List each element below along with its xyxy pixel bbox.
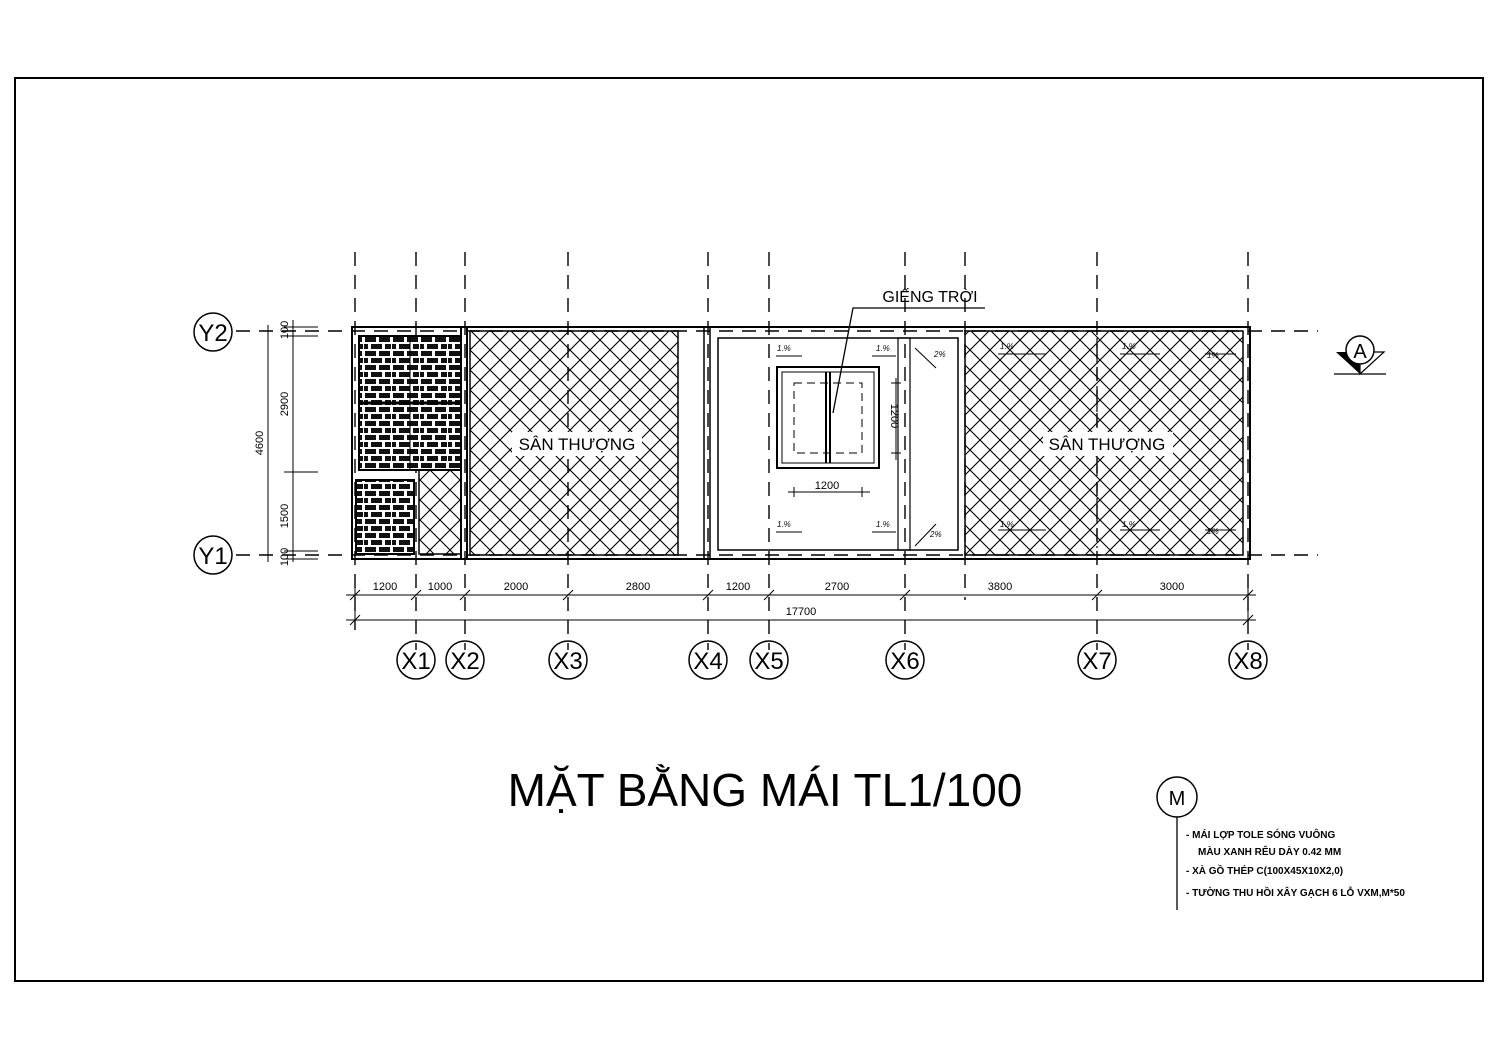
sheet-border — [14, 77, 1484, 982]
dim-x-total: 17700 — [786, 606, 817, 618]
dim-x-2: 1000 — [428, 581, 452, 593]
slope-5: 2% — [933, 350, 946, 359]
dim-y-1: 100 — [279, 321, 291, 339]
terrace-left-label: SÂN THƯỢNG — [519, 435, 636, 454]
section-marker-a: A — [1334, 335, 1386, 376]
grid-bubble-y2: Y2 — [193, 312, 233, 352]
grid-label-x7: X7 — [1082, 648, 1111, 675]
grid-label-x8: X8 — [1233, 648, 1262, 675]
slope-9: 1% — [1207, 351, 1219, 360]
dim-x-7: 3800 — [988, 581, 1012, 593]
skylight-dim-height: 1200 — [888, 404, 900, 428]
terrace-right-label: SÂN THƯỢNG — [1049, 435, 1166, 454]
dim-y-4: 100 — [279, 548, 291, 566]
slope-arrows — [776, 347, 1236, 547]
grid-label-x1: X1 — [401, 648, 430, 675]
gutter-strip — [897, 337, 911, 551]
dim-x-3: 2000 — [504, 581, 528, 593]
legend-line-1: - MÁI LỢP TOLE SÓNG VUÔNG — [1186, 828, 1336, 841]
grid-bubble-y1: Y1 — [193, 535, 233, 575]
grid-label-x4: X4 — [693, 648, 722, 675]
section-marker-label: A — [1353, 341, 1367, 363]
dim-x-4: 2800 — [626, 581, 650, 593]
grid-label-x3: X3 — [553, 648, 582, 675]
slope-8: 1.% — [1122, 342, 1136, 351]
dim-chain-x — [346, 588, 1256, 628]
slope-12: 1% — [1207, 527, 1219, 536]
slope-1: 1.% — [777, 344, 791, 353]
grid-label-x5: X5 — [754, 648, 783, 675]
grid-bubbles-x — [396, 640, 1268, 680]
slope-7: 1.% — [1000, 342, 1014, 351]
dim-x-1: 1200 — [373, 581, 397, 593]
legend-line-4: - TƯỜNG THU HỒI XÂY GẠCH 6 LỖ VXM,M*50 — [1186, 886, 1405, 899]
drawing-title: MẶT BẰNG MÁI TL1/100 — [508, 764, 1023, 816]
middle-roof-area — [717, 337, 959, 551]
legend-marker: M — [1169, 788, 1186, 810]
grid-label-y1: Y1 — [198, 543, 227, 570]
dim-x-5: 1200 — [726, 581, 750, 593]
dim-y-total: 4600 — [254, 431, 266, 455]
tile-roof-block-bottom — [355, 479, 415, 555]
slope-11: 1.% — [1122, 520, 1136, 529]
grid-label-x2: X2 — [450, 648, 479, 675]
skylight-dim-width: 1200 — [815, 480, 839, 492]
dim-y-2: 2900 — [279, 392, 291, 416]
dim-x-8: 3000 — [1160, 581, 1184, 593]
legend-line-3: - XÀ GỒ THÉP C(100X45X10X2,0) — [1186, 864, 1343, 877]
dim-x-6: 2700 — [825, 581, 849, 593]
slope-3: 1.% — [777, 520, 791, 529]
slope-10: 1.% — [1000, 520, 1014, 529]
skylight-label: GIẾNG TRỜI — [882, 287, 977, 306]
skylight-dims — [788, 378, 901, 497]
grid-label-x6: X6 — [890, 648, 919, 675]
dim-chain-y — [263, 320, 318, 562]
legend: M — [1156, 776, 1198, 910]
slope-4: 1.% — [876, 520, 890, 529]
skylight-leader — [832, 307, 985, 414]
slope-6: 2% — [929, 530, 942, 539]
grid-label-y2: Y2 — [198, 320, 227, 347]
small-hatched-area — [418, 469, 462, 555]
slope-2: 1.% — [876, 344, 890, 353]
building-outline — [351, 326, 1251, 560]
legend-line-2: MÀU XANH RÊU DÀY 0.42 MM — [1198, 845, 1341, 858]
skylight — [776, 366, 880, 469]
dim-y-3: 1500 — [279, 504, 291, 528]
